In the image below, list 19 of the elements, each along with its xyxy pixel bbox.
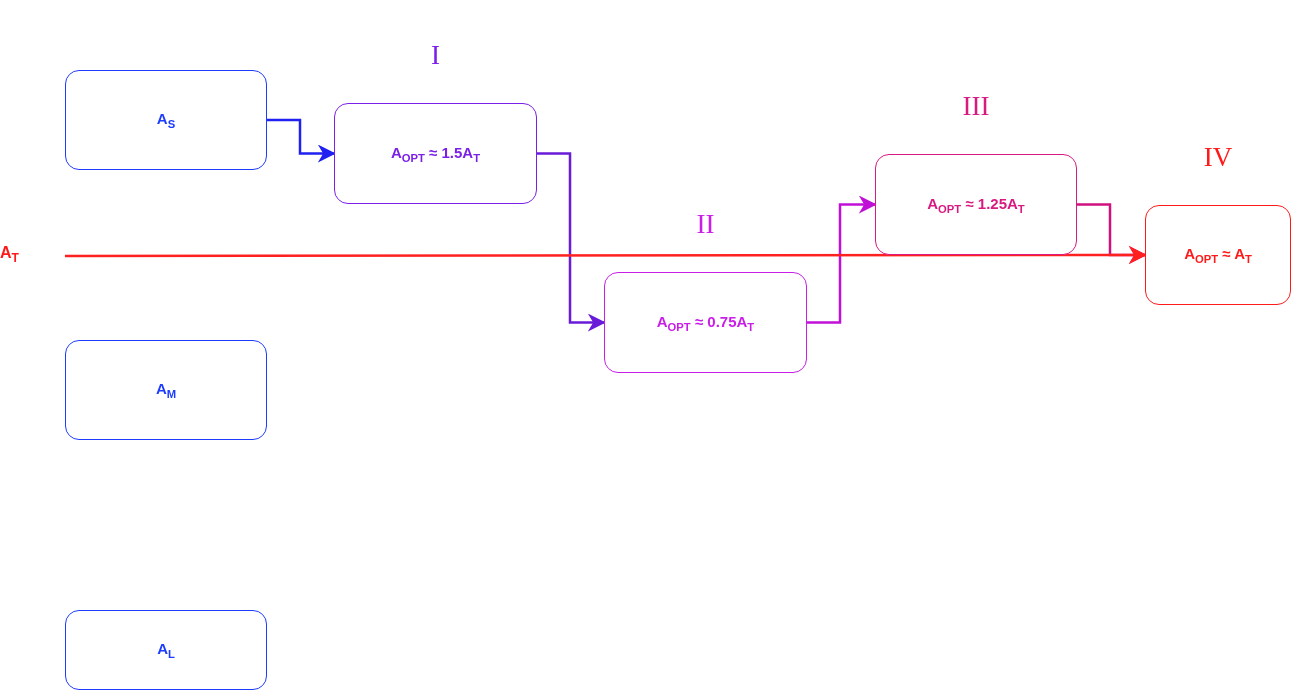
arrow [807, 195, 877, 324]
formula-label: A$_{S}$ [156, 110, 176, 130]
stage-numeral: I [431, 40, 440, 71]
arrow [537, 152, 606, 332]
formula-label: A$_{OPT}$ ≈ A$_{T}$ [1184, 245, 1252, 265]
variable-label: A$_{T}$ [0, 244, 40, 268]
stage-box [65, 610, 267, 690]
arrow [65, 246, 1147, 264]
stage-numeral: III [962, 91, 990, 122]
formula-label: A$_{L}$ [157, 640, 175, 660]
stage-box [65, 70, 267, 170]
formula-label: A$_{OPT}$ ≈ 0.75A$_{T}$ [656, 312, 755, 333]
formula-label: A$_{OPT}$ ≈ 1.5A$_{T}$ [390, 143, 481, 164]
stage-box [65, 340, 267, 440]
arrow [267, 118, 336, 163]
formula-label: A$_{M}$ [155, 380, 177, 400]
formula-label: A$_{OPT}$ ≈ 1.25A$_{T}$ [927, 194, 1025, 215]
stage-numeral: IV [1203, 142, 1233, 173]
stage-numeral: II [696, 209, 715, 240]
